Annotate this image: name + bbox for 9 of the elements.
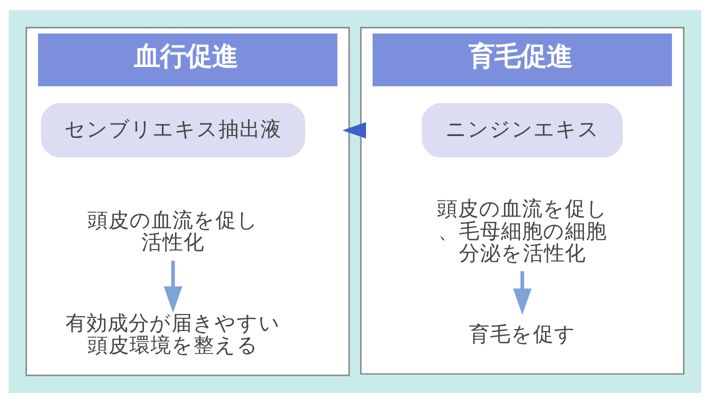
node-text: 頭皮の血流を促し、毛母細胞の細胞分泌を活性化 [436, 196, 608, 265]
arrow [342, 122, 366, 139]
node-text: 頭皮の血流を促し活性化 [88, 208, 259, 254]
node-text: 育毛を促す [468, 322, 576, 346]
arrow [164, 260, 182, 313]
node-text: 有効成分が届きやすい頭皮環境を整える [66, 311, 281, 358]
node-box: ニンジンエキス [422, 103, 623, 158]
node-box: センブリエキス抽出液 [40, 103, 306, 158]
arrow [513, 271, 532, 315]
